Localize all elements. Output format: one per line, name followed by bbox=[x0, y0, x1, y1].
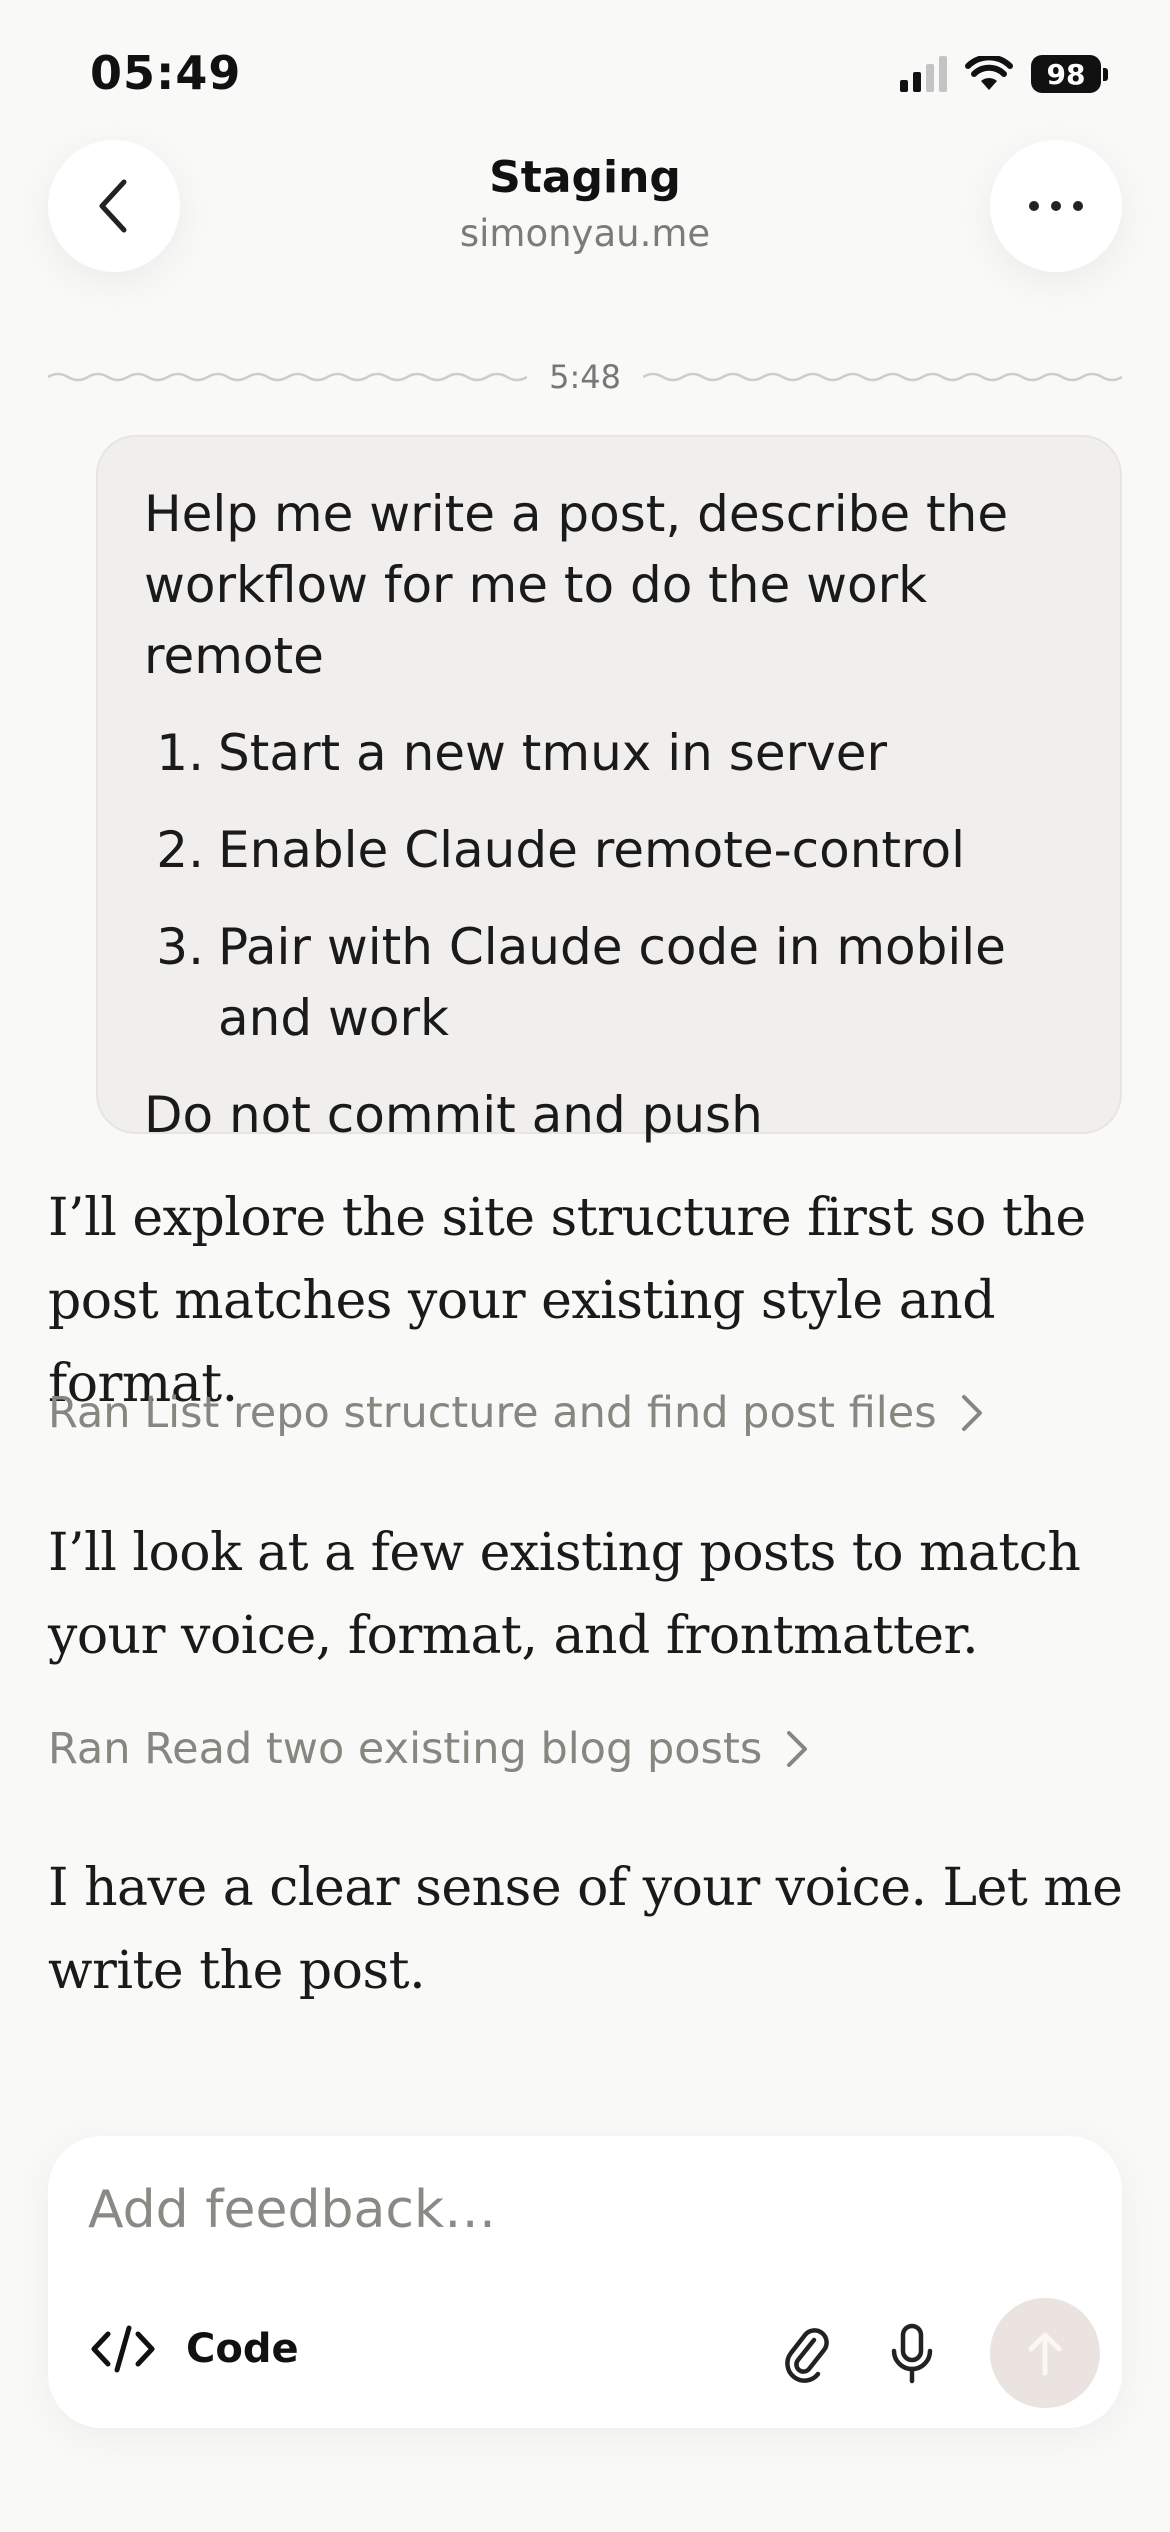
list-item-number: 2. bbox=[156, 821, 204, 879]
tool-call-row[interactable]: Ran Read two existing blog posts bbox=[48, 1724, 808, 1774]
code-mode-button[interactable]: Code bbox=[90, 2324, 299, 2374]
list-item-number: 3. bbox=[156, 918, 204, 976]
list-item: 1. Start a new tmux in server bbox=[144, 718, 1074, 789]
battery-level: 98 bbox=[1031, 55, 1101, 93]
ellipsis-icon bbox=[1029, 201, 1083, 211]
assistant-message: I’ll explore the site structure first so… bbox=[48, 1188, 1086, 1414]
tool-call-label: Ran List repo structure and find post fi… bbox=[48, 1388, 937, 1438]
user-message-intro: Help me write a post, describe the workf… bbox=[144, 485, 1009, 685]
divider-timestamp: 5:48 bbox=[549, 358, 621, 396]
assistant-message: I have a clear sense of your voice. Let … bbox=[48, 1858, 1123, 2001]
time-divider: 5:48 bbox=[48, 357, 1123, 397]
tool-call-row[interactable]: Ran List repo structure and find post fi… bbox=[48, 1388, 983, 1438]
cellular-signal-icon bbox=[900, 56, 947, 92]
code-icon bbox=[91, 2325, 155, 2373]
chevron-left-icon bbox=[99, 179, 127, 233]
list-item-number: 1. bbox=[156, 724, 204, 782]
user-message-outro: Do not commit and push bbox=[144, 1086, 763, 1144]
paperclip-icon bbox=[785, 2328, 829, 2383]
page-title: Staging bbox=[489, 152, 681, 203]
chevron-right-icon bbox=[961, 1395, 982, 1431]
status-icons: 98 bbox=[900, 52, 1108, 96]
wave-line-right bbox=[642, 372, 1123, 382]
wave-line-left bbox=[48, 372, 528, 382]
microphone-icon bbox=[891, 2323, 933, 2384]
assistant-message: I’ll look at a few existing posts to mat… bbox=[48, 1523, 1081, 1666]
list-item-text: Pair with Claude code in mobile and work bbox=[218, 918, 1006, 1047]
battery-icon: 98 bbox=[1031, 55, 1108, 93]
chevron-right-icon bbox=[787, 1731, 808, 1767]
back-button[interactable] bbox=[48, 140, 180, 272]
list-item: 3. Pair with Claude code in mobile and w… bbox=[144, 912, 1074, 1054]
send-button[interactable] bbox=[990, 2298, 1100, 2408]
composer: Code bbox=[48, 2136, 1122, 2428]
tool-call-label: Ran Read two existing blog posts bbox=[48, 1724, 763, 1774]
wifi-icon bbox=[965, 56, 1013, 90]
list-item-text: Start a new tmux in server bbox=[218, 724, 888, 782]
user-message-steps: 1. Start a new tmux in server 2. Enable … bbox=[144, 718, 1074, 1054]
list-item-text: Enable Claude remote-control bbox=[218, 821, 965, 879]
page-subtitle: simonyau.me bbox=[459, 212, 711, 255]
feedback-input[interactable] bbox=[88, 2180, 988, 2240]
microphone-button[interactable] bbox=[872, 2314, 952, 2394]
arrow-up-icon bbox=[1028, 2332, 1062, 2376]
code-mode-label: Code bbox=[186, 2326, 299, 2372]
status-time: 05:49 bbox=[90, 46, 242, 100]
more-options-button[interactable] bbox=[990, 140, 1122, 272]
list-item: 2. Enable Claude remote-control bbox=[144, 815, 1074, 886]
user-message-bubble: Help me write a post, describe the workf… bbox=[96, 435, 1122, 1144]
attach-button[interactable] bbox=[768, 2314, 848, 2394]
